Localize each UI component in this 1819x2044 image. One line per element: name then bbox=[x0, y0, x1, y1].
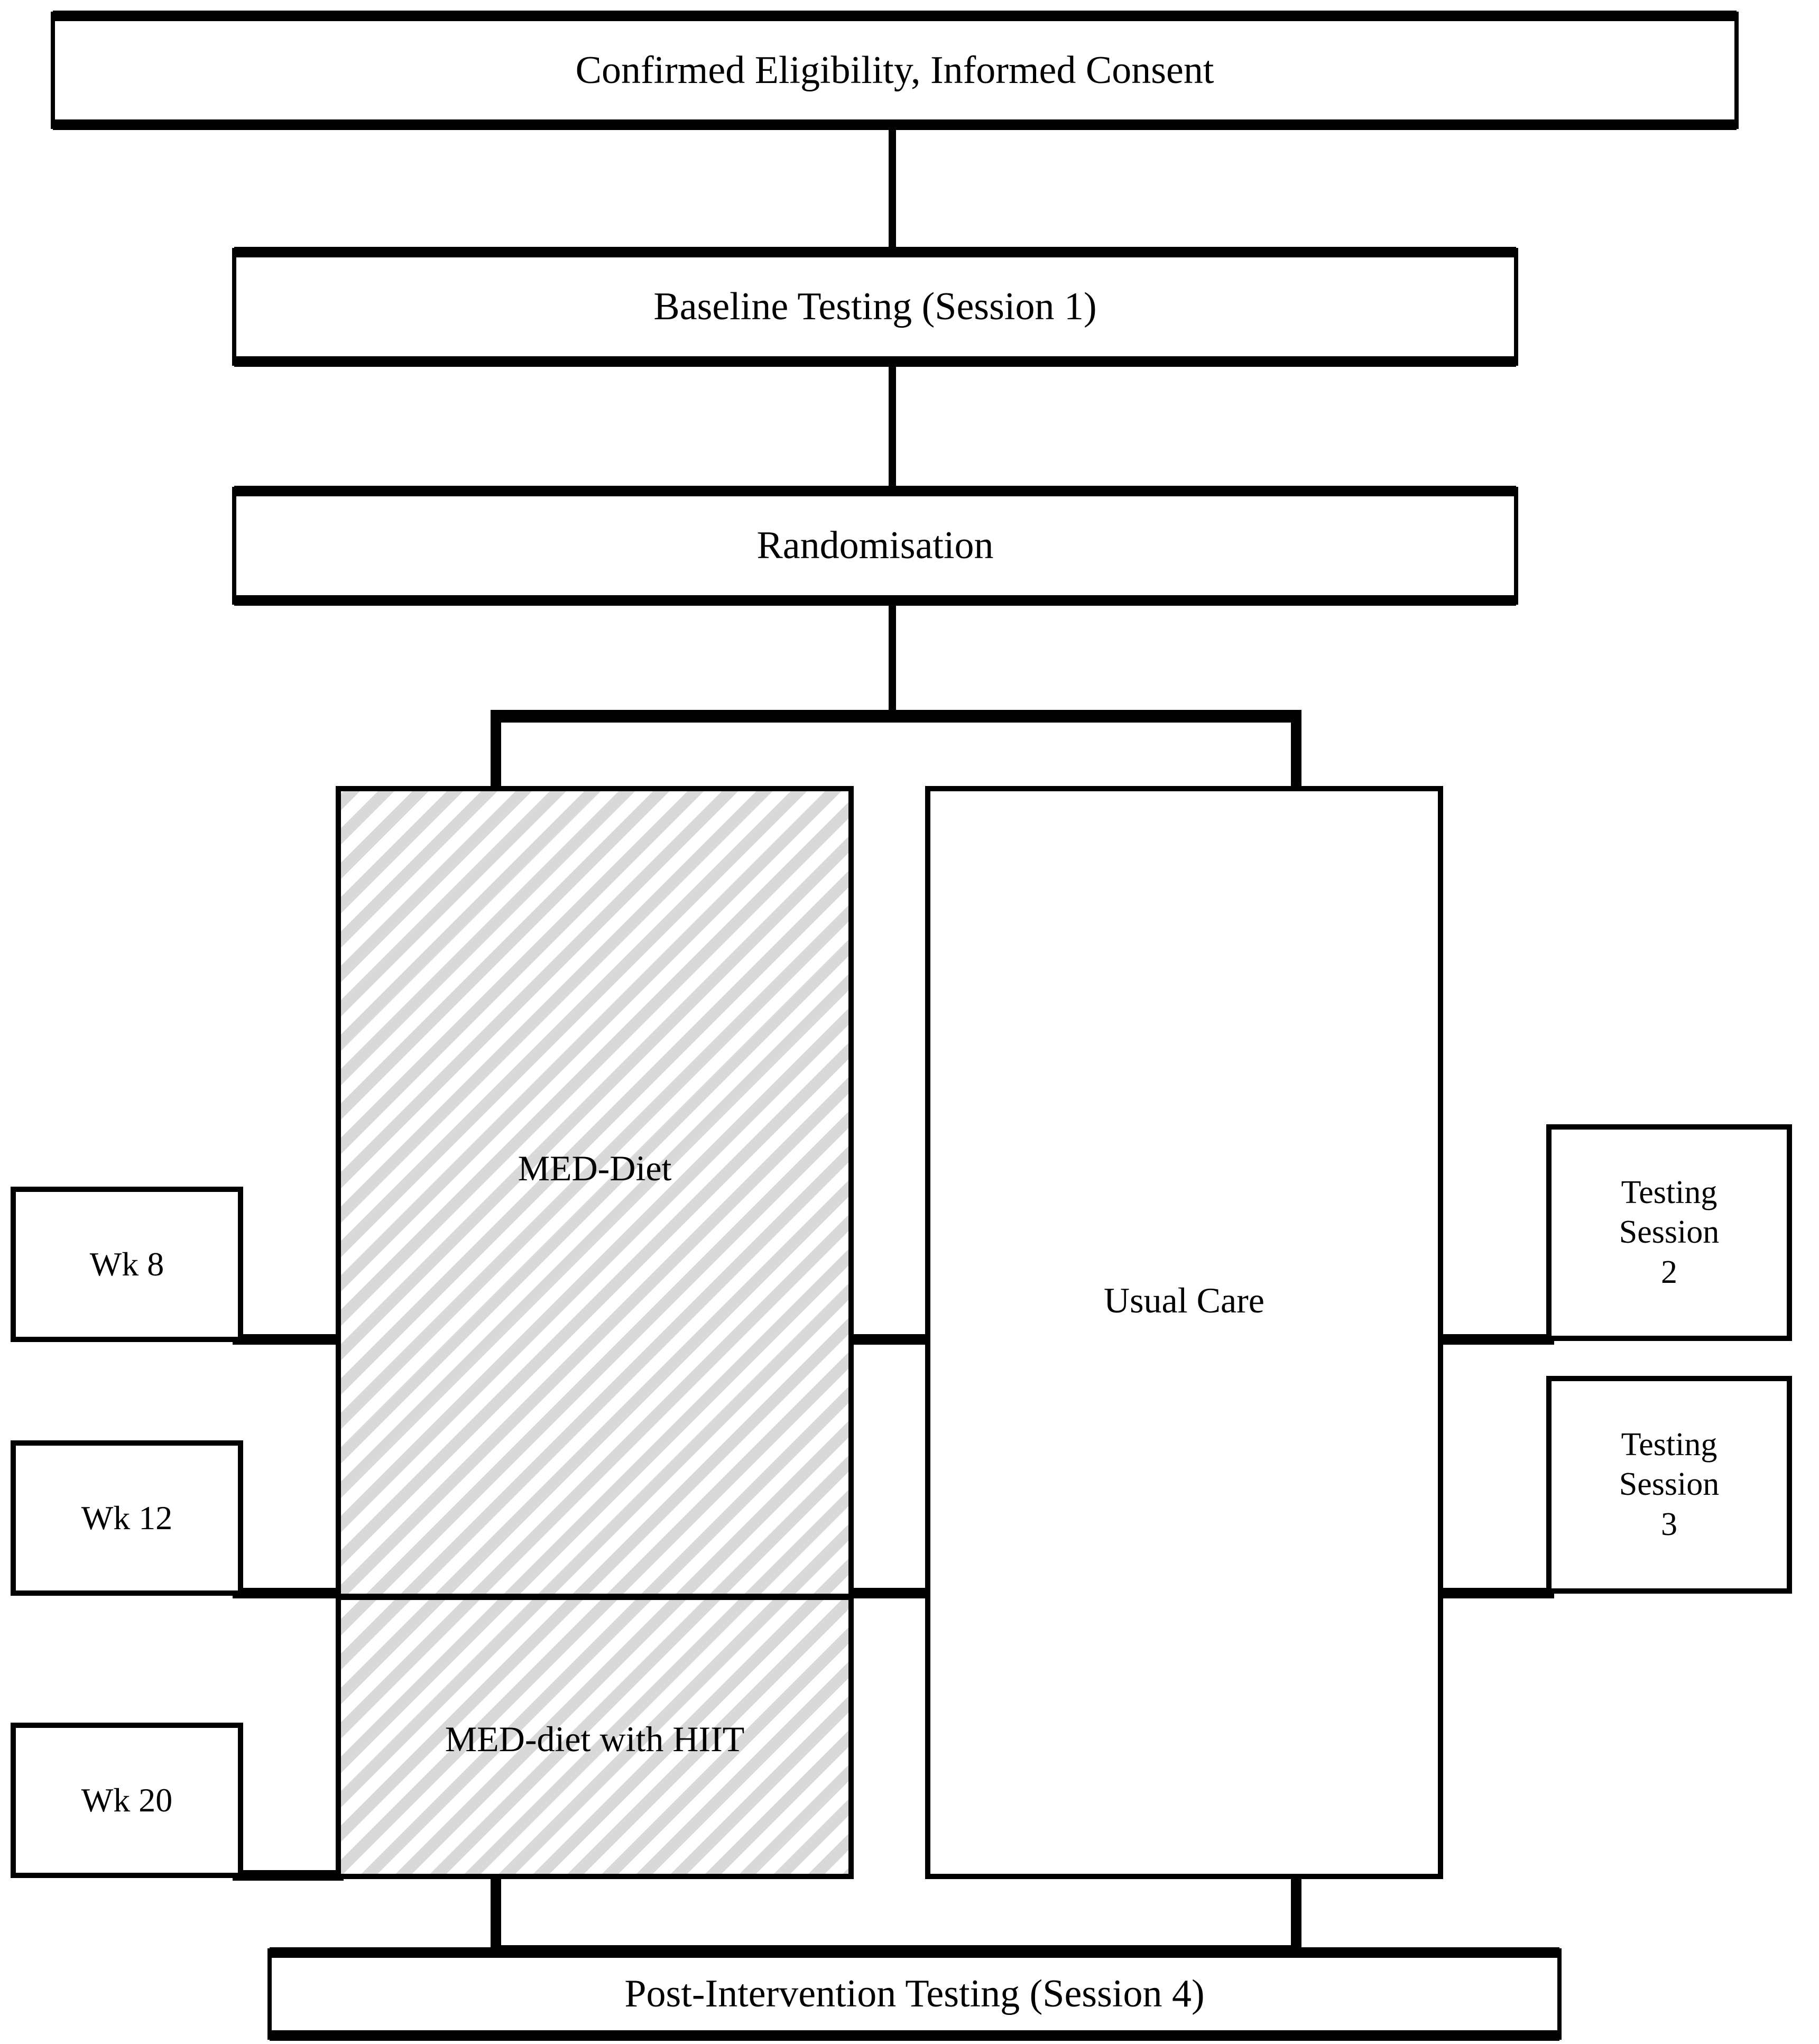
node-wk8-box bbox=[11, 1187, 243, 1342]
node-med-diet-hiit-box bbox=[336, 1595, 854, 1879]
node-post-intervention-box bbox=[267, 1947, 1562, 2041]
node-testing-session-2-box bbox=[1546, 1124, 1792, 1341]
node-eligibility-box bbox=[51, 11, 1739, 130]
node-wk12-box bbox=[11, 1440, 243, 1596]
node-med-diet-box bbox=[336, 786, 854, 1599]
node-wk20-box bbox=[11, 1723, 243, 1878]
node-baseline-box bbox=[232, 247, 1518, 367]
node-usual-care-box bbox=[925, 786, 1443, 1879]
node-testing-session-3-box bbox=[1546, 1376, 1792, 1594]
node-randomisation-box bbox=[232, 486, 1518, 606]
